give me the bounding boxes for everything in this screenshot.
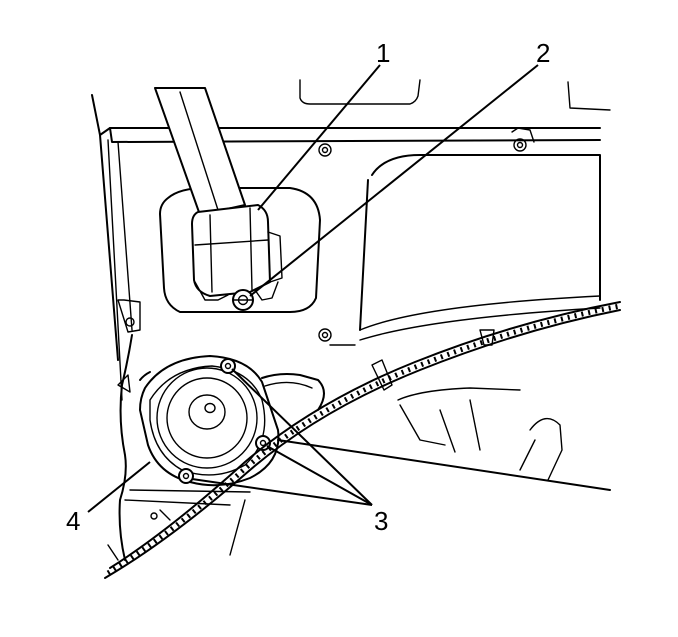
seat-belt-webbing <box>154 87 246 216</box>
callout-1: 1 <box>376 38 390 68</box>
callout-4: 4 <box>66 506 80 536</box>
leader-3a <box>231 368 373 506</box>
leader-lines <box>87 64 539 513</box>
callout-labels: 1 2 3 4 <box>66 38 550 536</box>
upper-body-panel <box>91 79 611 401</box>
seat-belt-retractor <box>191 204 283 301</box>
wiring-harness <box>107 299 151 561</box>
quarter-panel-opening <box>318 154 601 346</box>
leader-3b <box>266 445 373 506</box>
leader-2 <box>249 64 539 297</box>
leader-3c <box>191 478 373 506</box>
leader-1 <box>257 64 381 211</box>
retractor-bolt <box>232 289 254 311</box>
leader-4 <box>87 461 151 513</box>
callout-2: 2 <box>536 38 550 68</box>
speaker-screws <box>178 358 271 484</box>
body-seal-strip <box>104 301 621 579</box>
lower-inner-panel <box>124 359 611 556</box>
speaker-assembly <box>139 355 280 487</box>
callout-3: 3 <box>374 506 388 536</box>
